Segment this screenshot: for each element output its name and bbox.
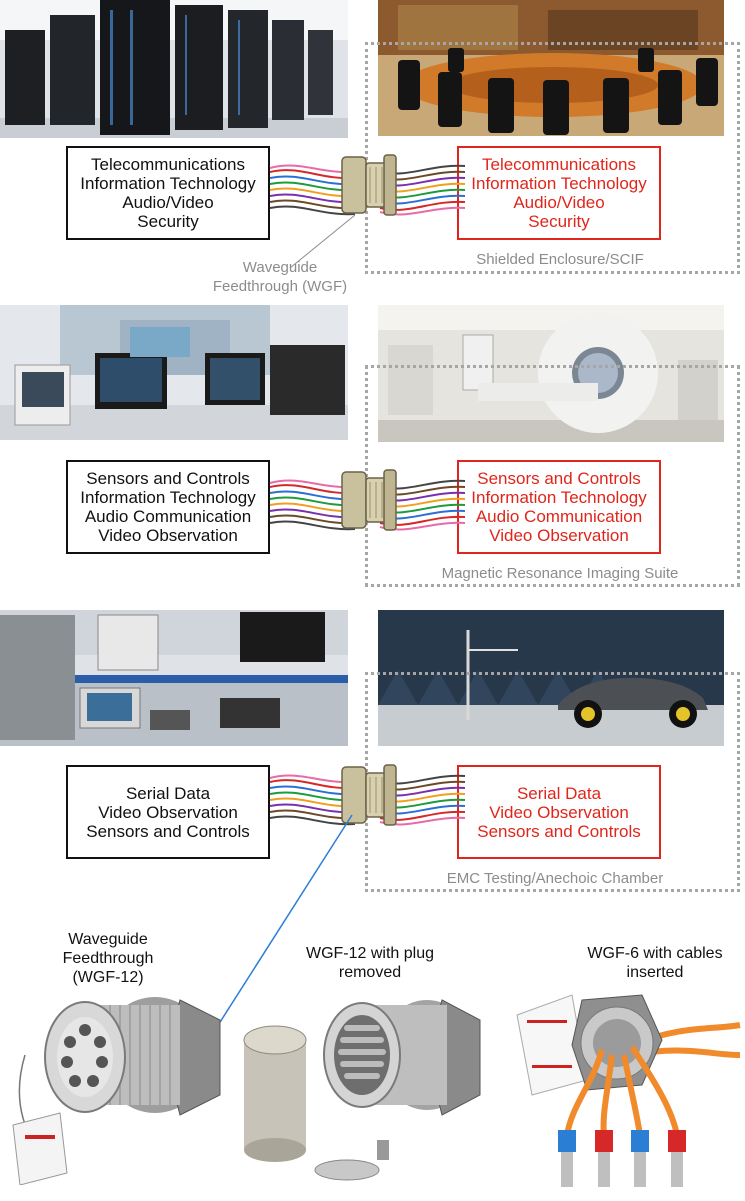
enclosure-border-3 [365, 672, 740, 892]
origin-services-box-1: Telecommunications Information Technolog… [66, 146, 270, 240]
enclosure-wall-3 [365, 672, 368, 892]
conference-room-photo [378, 0, 724, 136]
wgf12-plug-removed-image [243, 999, 481, 1181]
product-label-line: inserted [626, 964, 684, 981]
service-line: Audio Communication [475, 507, 643, 526]
enclosure-services-box-2: Sensors and Controls Information Technol… [457, 460, 661, 554]
service-line: Information Technology [471, 488, 647, 507]
service-line: Information Technology [471, 174, 647, 193]
service-line: Audio Communication [84, 507, 252, 526]
service-line: Sensors and Controls [477, 821, 641, 841]
connector-label-line: Waveguide [242, 259, 318, 276]
service-line: Sensors and Controls [86, 821, 250, 841]
service-line: Telecommunications [90, 155, 245, 174]
enclosure-wall-2 [365, 365, 368, 587]
service-line: Security [137, 212, 199, 231]
service-line: Serial Data [125, 783, 211, 803]
connector-label: Waveguide Feedthrough (WGF) [200, 258, 360, 296]
service-line: Telecommunications [481, 155, 636, 174]
product-label-line: Waveguide [68, 931, 148, 948]
enclosure-label-2: Magnetic Resonance Imaging Suite [441, 565, 679, 582]
enclosure-border-1 [365, 42, 740, 274]
enclosure-services-box-1: Telecommunications Information Technolog… [457, 146, 661, 240]
service-line: Video Observation [98, 802, 238, 822]
service-line: Video Observation [98, 526, 238, 545]
service-line: Audio/Video [122, 193, 214, 212]
server-room-photo [0, 0, 348, 138]
product-label-plug-removed: WGF-12 with plug removed [285, 944, 455, 982]
product-label-line: (WGF-12) [72, 969, 144, 986]
service-line: Video Observation [489, 526, 629, 545]
anechoic-chamber-photo [378, 610, 724, 746]
mri-room-photo [378, 305, 724, 442]
control-room-photo [0, 305, 348, 440]
service-line: Information Technology [80, 488, 256, 507]
enclosure-label-1: Shielded Enclosure/SCIF [476, 251, 644, 268]
service-line: Security [528, 212, 590, 231]
product-label-line: removed [338, 964, 402, 981]
enclosure-label-3: EMC Testing/Anechoic Chamber [446, 870, 664, 887]
service-line: Video Observation [489, 802, 629, 822]
product-label-line: WGF-6 with cables [587, 945, 723, 962]
service-line: Information Technology [80, 174, 256, 193]
wgf12-feedthrough-image [12, 997, 221, 1185]
service-line: Sensors and Controls [477, 469, 641, 488]
origin-services-box-2: Sensors and Controls Information Technol… [66, 460, 270, 554]
service-line: Sensors and Controls [86, 469, 250, 488]
enclosure-border-2 [365, 365, 740, 587]
service-line: Audio/Video [513, 193, 605, 212]
lab-bench-photo [0, 610, 348, 746]
product-label-wgf12: Waveguide Feedthrough (WGF-12) [38, 930, 178, 987]
product-label-line: Feedthrough [62, 950, 154, 967]
product-label-line: WGF-12 with plug [305, 945, 435, 962]
wgf6-cables-image [516, 994, 741, 1187]
service-line: Serial Data [516, 783, 602, 803]
enclosure-wall-1 [365, 42, 368, 274]
product-label-wgf6: WGF-6 with cables inserted [575, 944, 735, 982]
enclosure-services-box-3: Serial Data Video Observation Sensors an… [457, 765, 661, 859]
connector-label-line: Feedthrough (WGF) [212, 278, 348, 295]
origin-services-box-3: Serial Data Video Observation Sensors an… [66, 765, 270, 859]
